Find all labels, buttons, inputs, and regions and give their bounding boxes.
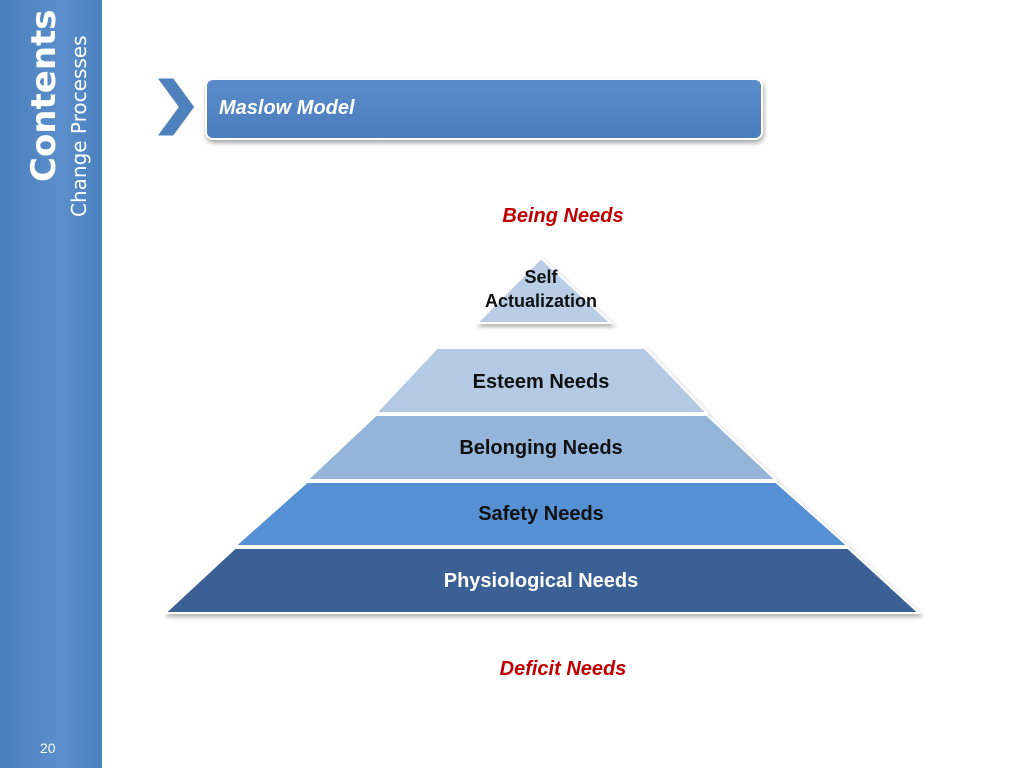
slide-title: Maslow Model: [219, 97, 355, 119]
tier-belonging: [304, 414, 779, 481]
tier-label-self-line1: Self: [524, 267, 558, 287]
deficit-needs-label: Deficit Needs: [499, 658, 627, 680]
tier-label-safety: Safety Needs: [478, 503, 604, 525]
tier-esteem: [373, 347, 710, 414]
sidebar: Contents Change Processes 20: [0, 0, 102, 768]
tier-label-belonging: Belonging Needs: [459, 437, 622, 459]
tier-physiological: [162, 547, 922, 614]
tier-safety: [232, 481, 851, 547]
being-needs-label: Being Needs: [502, 205, 624, 227]
chevron-right-icon: [153, 75, 198, 139]
title-bar: Maslow Model: [205, 78, 763, 140]
page-number: 20: [40, 740, 56, 756]
tier-label-physiological: Physiological Needs: [444, 570, 639, 592]
tier-label-self-line2: Actualization: [485, 291, 597, 311]
tier-self-actualization: [474, 256, 614, 324]
tier-label-esteem: Esteem Needs: [473, 371, 610, 393]
